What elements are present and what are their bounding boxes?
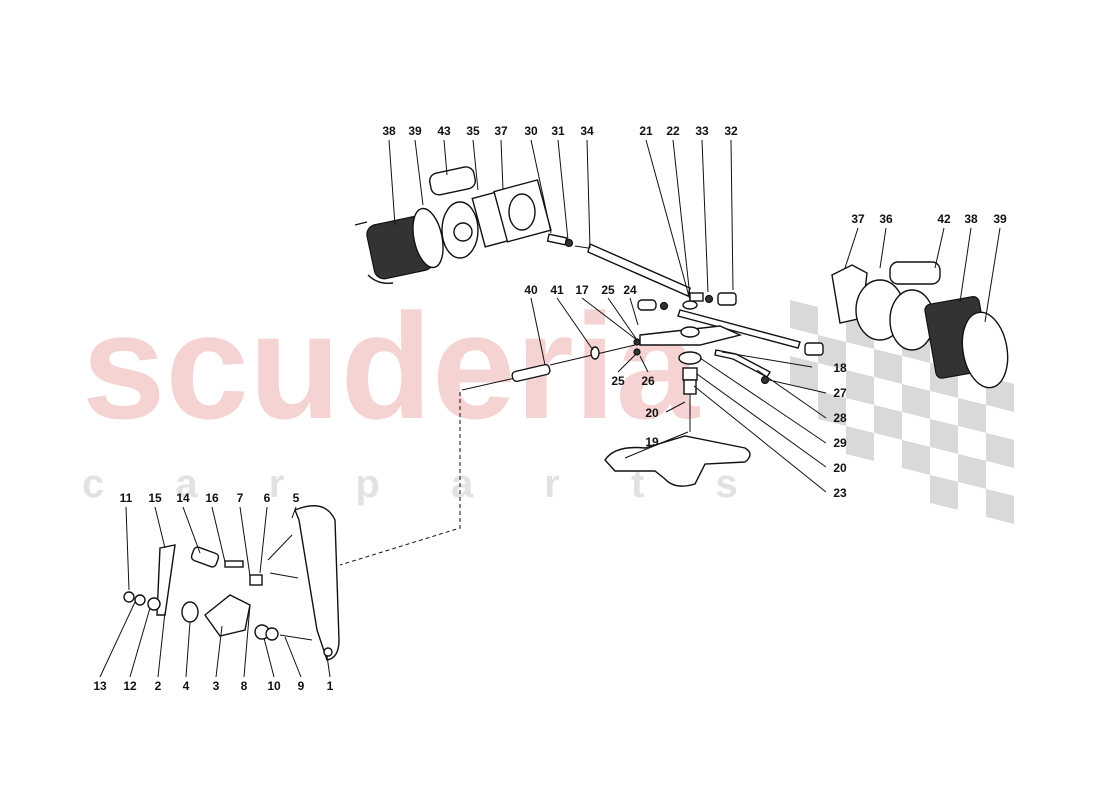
callout: 37 <box>494 124 508 138</box>
callout: 16 <box>205 491 219 505</box>
callout: 18 <box>833 361 847 375</box>
callout: 22 <box>666 124 680 138</box>
callout: 23 <box>833 486 847 500</box>
linkage-rods <box>546 233 824 487</box>
callout: 14 <box>176 491 190 505</box>
callout: 13 <box>93 679 107 693</box>
callout: 7 <box>237 491 244 505</box>
callout: 40 <box>524 283 538 297</box>
left-throttle-body <box>354 166 552 285</box>
callout: 5 <box>293 491 300 505</box>
watermark-brand: scuderia <box>82 282 701 450</box>
callout: 38 <box>382 124 396 138</box>
callout: 21 <box>639 124 653 138</box>
callout: 42 <box>937 212 951 226</box>
callout: 25 <box>601 283 615 297</box>
leader-lines <box>99 139 1001 678</box>
right-throttle-body <box>831 261 1009 389</box>
callout: 12 <box>123 679 137 693</box>
callout: 38 <box>964 212 978 226</box>
callout: 39 <box>408 124 422 138</box>
callout: 33 <box>695 124 709 138</box>
callout: 41 <box>550 283 564 297</box>
callout: 28 <box>833 411 847 425</box>
callout: 3 <box>213 679 220 693</box>
callout: 27 <box>833 386 847 400</box>
callout: 26 <box>641 374 655 388</box>
callout: 19 <box>645 435 659 449</box>
callout: 37 <box>851 212 865 226</box>
callout: 35 <box>466 124 480 138</box>
callout-labels: 38 39 43 35 37 30 31 34 21 22 33 32 37 3… <box>93 124 1007 693</box>
callout: 8 <box>241 679 248 693</box>
callout: 17 <box>575 283 589 297</box>
callout: 20 <box>645 406 659 420</box>
callout: 20 <box>833 461 847 475</box>
callout: 6 <box>264 491 271 505</box>
callout: 43 <box>437 124 451 138</box>
callout: 2 <box>155 679 162 693</box>
callout: 29 <box>833 436 847 450</box>
callout: 30 <box>524 124 538 138</box>
callout: 25 <box>611 374 625 388</box>
callout: 24 <box>623 283 637 297</box>
callout: 4 <box>183 679 190 693</box>
callout: 32 <box>724 124 738 138</box>
accelerator-pedal-assembly <box>123 505 340 661</box>
callout: 34 <box>580 124 594 138</box>
callout: 36 <box>879 212 893 226</box>
callout: 11 <box>120 491 133 505</box>
callout: 15 <box>148 491 162 505</box>
callout: 39 <box>993 212 1007 226</box>
cable-route-dashed-line <box>339 392 461 566</box>
callout: 9 <box>298 679 305 693</box>
callout: 10 <box>267 679 281 693</box>
callout: 1 <box>327 679 334 693</box>
callout: 31 <box>551 124 565 138</box>
